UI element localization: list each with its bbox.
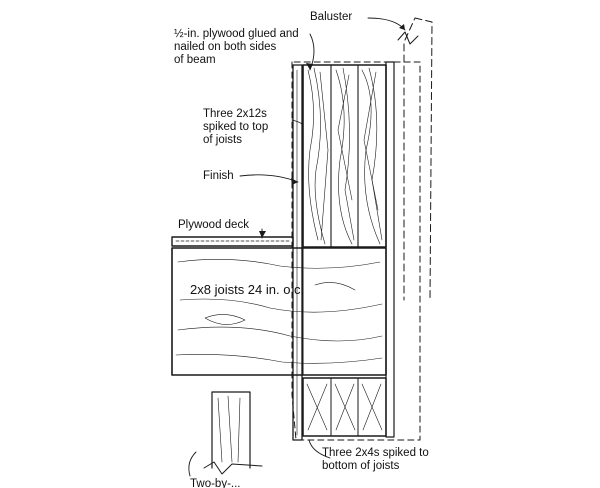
joist-grain (175, 258, 383, 364)
label-2x12s-line-1: Three 2x12s (203, 108, 267, 120)
beam-2x12s (302, 64, 387, 248)
label-partition: Two-by-... (190, 478, 241, 488)
label-plywood-line-1: ½-in. plywood glued and (174, 28, 299, 40)
plywood-strip-right (385, 61, 395, 438)
baluster-break (397, 31, 419, 45)
label-plywood-line-2: nailed on both sides (174, 41, 277, 53)
partition-post (211, 391, 251, 469)
partition-grain (217, 395, 241, 463)
label-top-2x12s: Three 2x12s spiked to top of joists (203, 108, 268, 147)
finish-outline (291, 61, 421, 441)
label-2x12s-line-3: of joists (203, 134, 242, 146)
baluster-outline (403, 17, 433, 301)
label-finish: Finish (203, 170, 234, 182)
label-joists: 2x8 joists 24 in. o.c. (190, 282, 305, 297)
plywood-deck (171, 236, 294, 247)
label-plywood-deck: Plywood deck (178, 219, 249, 231)
label-2x12s-line-2: spiked to top (203, 121, 269, 133)
label-plywood-line-3: of beam (174, 54, 216, 66)
label-2x4s-line-2: bottom of joists (322, 460, 400, 472)
arrow-heads (259, 24, 405, 238)
beam-grain (307, 67, 383, 245)
label-2x4s-line-1: Three 2x4s spiked to (322, 447, 429, 459)
label-plywood-sides: ½-in. plywood glued and nailed on both s… (174, 28, 299, 67)
bottom-grain (306, 383, 383, 431)
label-bottom-2x4s: Three 2x4s spiked to bottom of joists (322, 447, 429, 473)
joist-2x8 (171, 247, 387, 376)
partition-break (203, 461, 263, 475)
bottom-2x4s (302, 377, 387, 437)
label-baluster: Baluster (310, 11, 353, 23)
plywood-strip (292, 64, 303, 441)
